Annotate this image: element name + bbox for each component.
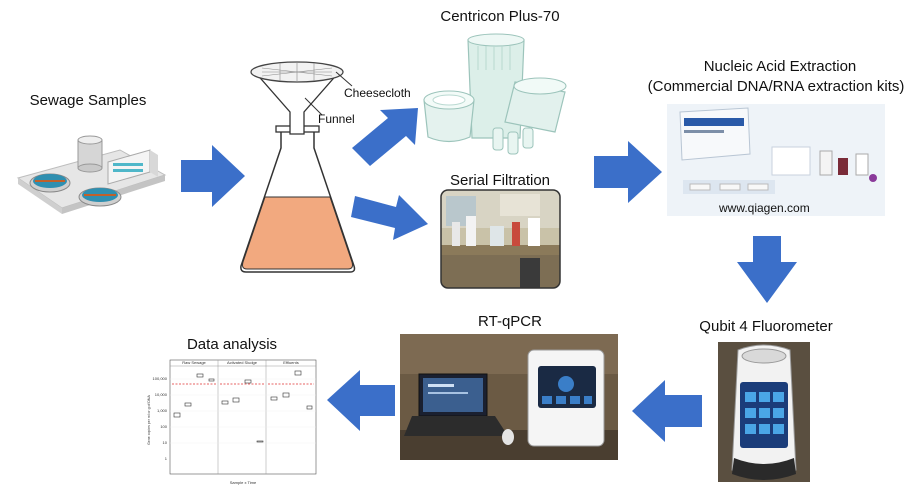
ytick-label: 1 xyxy=(165,456,168,461)
data-point xyxy=(173,412,181,418)
data-point xyxy=(208,378,215,382)
serial-filtration-label: Serial Filtration xyxy=(449,172,551,189)
data-point xyxy=(256,440,264,443)
ytick-label: 100,000 xyxy=(153,376,168,381)
data-point xyxy=(221,400,229,405)
rtqpcr-label: RT-qPCR xyxy=(478,313,542,330)
data-point xyxy=(244,379,252,384)
qiagen-url-label: www.qiagen.com xyxy=(719,201,810,215)
mini-chart-ylabel: Gene copies per ml or g of DNA xyxy=(147,395,151,445)
nucleic-acid-title: Nucleic Acid Extraction xyxy=(703,58,857,75)
data-point xyxy=(196,373,204,378)
mini-chart-xlabel: Sample x Time xyxy=(230,480,257,485)
data-analysis-label: Data analysis xyxy=(186,336,278,353)
sewage-samples-label: Sewage Samples xyxy=(29,92,147,109)
nucleic-acid-subtitle: (Commercial DNA/RNA extraction kits) xyxy=(647,78,905,95)
cheesecloth-label: Cheesecloth xyxy=(344,86,411,100)
ytick-label: 10 xyxy=(163,440,168,445)
data-point xyxy=(306,405,313,410)
panel-title-raw-sewage: Raw Sewage xyxy=(182,360,206,365)
centricon-label: Centricon Plus-70 xyxy=(440,8,560,25)
ytick-label: 10,000 xyxy=(155,392,168,397)
data-point xyxy=(282,392,290,398)
data-point xyxy=(270,396,278,401)
panel-title-effluents: Effluents xyxy=(283,360,299,365)
funnel-label: Funnel xyxy=(318,112,355,126)
ytick-label: 100 xyxy=(160,424,167,429)
qubit-label: Qubit 4 Fluorometer xyxy=(699,318,833,335)
data-point xyxy=(294,370,302,376)
data-point xyxy=(232,397,240,403)
panel-title-activated-sludge: Activated Sludge xyxy=(227,360,258,365)
data-point xyxy=(184,402,192,407)
ytick-label: 1,000 xyxy=(157,408,168,413)
